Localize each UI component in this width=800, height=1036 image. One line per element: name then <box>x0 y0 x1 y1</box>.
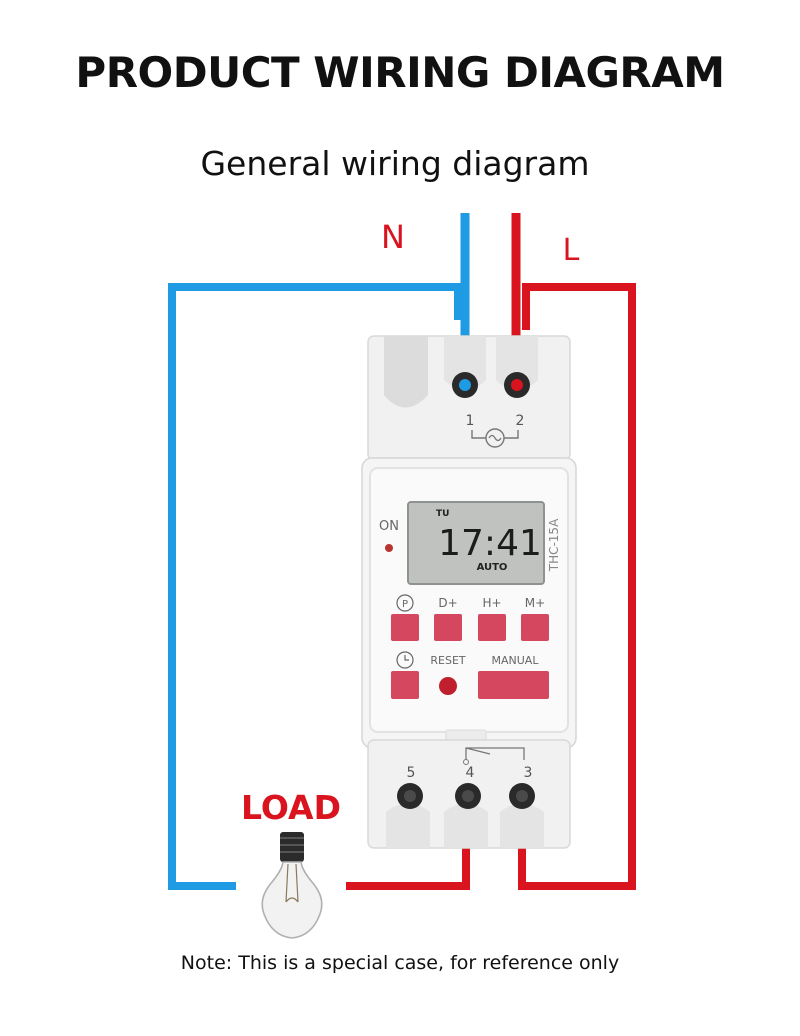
terminal-2-number: 2 <box>516 413 525 429</box>
neutral-label: N <box>381 218 405 256</box>
minute-plus-button[interactable] <box>521 614 549 641</box>
model-label: THC-15A <box>547 518 561 572</box>
terminal-3-number: 3 <box>524 765 533 781</box>
lcd-day: TU <box>436 509 449 519</box>
day-plus-button[interactable] <box>434 614 462 641</box>
ac-symbol-icon <box>485 428 505 448</box>
clock-button[interactable] <box>391 671 419 699</box>
on-indicator-label: ON <box>379 519 399 534</box>
program-button[interactable] <box>391 614 419 641</box>
lcd-display <box>407 501 545 585</box>
manual-button[interactable] <box>478 671 549 699</box>
terminal-4-number: 4 <box>466 765 475 781</box>
load-wire <box>346 848 470 890</box>
reset-button[interactable] <box>439 677 457 695</box>
terminal-5-number: 5 <box>407 765 416 781</box>
hour-plus-button[interactable] <box>478 614 506 641</box>
light-bulb-icon <box>261 832 323 939</box>
terminal-1-number: 1 <box>466 413 475 429</box>
timer-device: 1 2 ON TU 17:41 AUTO THC-15A P D+ H+ M+ <box>361 335 577 849</box>
load-label: LOAD <box>241 788 341 827</box>
svg-text:P: P <box>402 599 408 610</box>
live-label: L <box>563 233 580 268</box>
program-icon <box>396 594 414 612</box>
hour-plus-label: H+ <box>482 596 501 610</box>
reference-note: Note: This is a special case, for refere… <box>180 952 620 974</box>
power-led <box>385 544 393 552</box>
manual-label: MANUAL <box>492 654 540 667</box>
neutral-wire-to-load <box>168 283 462 890</box>
reset-label: RESET <box>430 654 466 667</box>
live-wire-loop <box>518 283 636 890</box>
lcd-mode: AUTO <box>477 562 508 573</box>
minute-plus-label: M+ <box>525 596 545 610</box>
day-plus-label: D+ <box>438 596 457 610</box>
page-title: PRODUCT WIRING DIAGRAM <box>75 48 725 97</box>
lcd-time: 17:41 <box>438 523 542 564</box>
diagram-subtitle: General wiring diagram <box>200 144 590 183</box>
clock-icon <box>396 651 414 669</box>
